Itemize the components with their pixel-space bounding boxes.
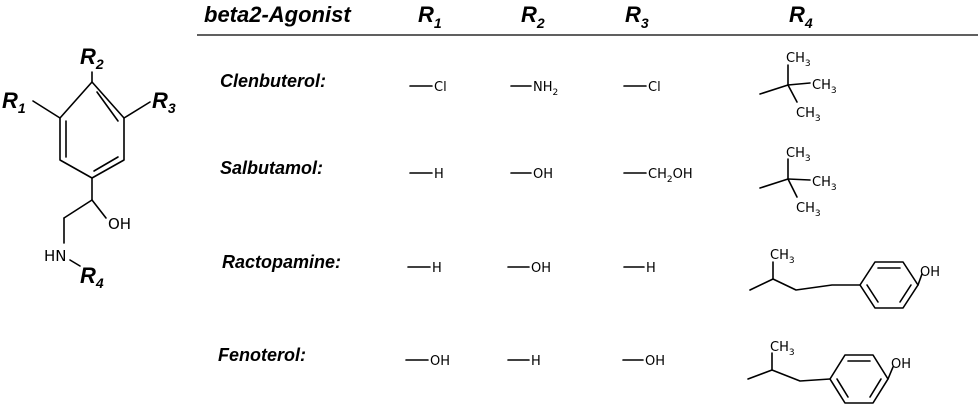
r1-value: H <box>432 261 442 276</box>
table-row: Ractopamine: H OH H CH3 OH <box>222 248 940 309</box>
r4-bond <box>759 178 789 189</box>
r4-tert-butyl-structure: CH3 CH3 CH3 <box>759 146 837 219</box>
r3-value: CH2OH <box>648 167 693 185</box>
r4-ch3: CH3 <box>770 248 795 266</box>
r4-oh-bond <box>887 366 894 380</box>
r4-bond <box>759 84 789 95</box>
r4-bond <box>787 178 811 181</box>
r3-value: H <box>646 261 656 276</box>
r4-oh: OH <box>891 357 911 372</box>
core-r3-bond <box>123 101 151 119</box>
r1-value: OH <box>430 354 450 369</box>
table-header: beta2-Agonist R1 R2 R3 R4 <box>197 2 978 36</box>
r4-ring-double-bond <box>836 378 849 398</box>
core-structure: R2 R1 R3 OH HN R4 <box>2 44 176 291</box>
r4-ring-double-bond <box>866 284 879 303</box>
r2-value: H <box>531 354 541 369</box>
header-r3: R3 <box>625 2 649 31</box>
r4-phenyl-ring <box>829 354 889 404</box>
core-r4-label: R4 <box>80 263 104 291</box>
r4-ch3-bottom: CH3 <box>796 201 821 219</box>
core-oh-bond <box>91 199 107 219</box>
r2-value: OH <box>531 261 551 276</box>
core-ring-double-bond <box>93 156 119 172</box>
core-hn-label: HN <box>44 247 67 265</box>
compound-name: Salbutamol: <box>220 158 323 178</box>
r4-tert-butyl-structure: CH3 CH3 CH3 <box>759 51 837 124</box>
core-ring-double-bond <box>96 91 119 122</box>
core-benzene-ring <box>59 81 125 179</box>
table-row: Clenbuterol: Cl NH2 Cl CH3 CH3 CH3 <box>220 51 837 124</box>
r4-ring-double-bond <box>899 284 912 303</box>
r2-value: NH2 <box>533 80 558 98</box>
compound-name: Clenbuterol: <box>220 71 326 91</box>
core-r1-label: R1 <box>2 88 26 116</box>
r4-phenylpropyl-structure: CH3 OH <box>747 340 911 404</box>
core-r3-label: R3 <box>152 88 176 116</box>
core-r2-label: R2 <box>80 44 104 72</box>
compound-name: Ractopamine: <box>222 252 341 272</box>
r3-value: OH <box>645 354 665 369</box>
header-r2: R2 <box>521 2 545 31</box>
r4-bond <box>787 84 798 103</box>
r4-ch3-right: CH3 <box>812 78 837 96</box>
r4-oh-bond <box>917 273 923 286</box>
table-row: Fenoterol: OH H OH CH3 OH <box>218 340 911 404</box>
r4-ch3-top: CH3 <box>786 51 811 69</box>
r4-bond <box>787 178 798 198</box>
header-r4: R4 <box>789 2 813 31</box>
r4-ch3-top: CH3 <box>786 146 811 164</box>
r4-ch3-right: CH3 <box>812 175 837 193</box>
r4-phenyl-ring <box>859 261 919 309</box>
r4-chain-bond <box>749 278 861 291</box>
r4-oh: OH <box>920 265 940 280</box>
core-r1-bond <box>32 100 61 119</box>
r4-bond <box>787 82 811 86</box>
core-chain-bond <box>63 199 93 219</box>
header-r1: R1 <box>418 2 442 31</box>
r4-chain-bond <box>747 369 831 382</box>
r4-ring-double-bond <box>869 378 882 398</box>
r4-ch3: CH3 <box>770 340 795 358</box>
r1-value: Cl <box>434 80 447 95</box>
core-n-r4-bond <box>69 259 81 267</box>
r4-phenylbutyl-structure: CH3 OH <box>749 248 940 309</box>
header-beta2-agonist: beta2-Agonist <box>204 2 352 27</box>
r2-value: OH <box>533 167 553 182</box>
core-oh-label: OH <box>108 215 131 233</box>
r3-value: Cl <box>648 80 661 95</box>
table-row: Salbutamol: H OH CH2OH CH3 CH3 CH3 <box>220 146 837 219</box>
compound-name: Fenoterol: <box>218 345 306 365</box>
r1-value: H <box>434 167 444 182</box>
r4-ch3-bottom: CH3 <box>796 106 821 124</box>
